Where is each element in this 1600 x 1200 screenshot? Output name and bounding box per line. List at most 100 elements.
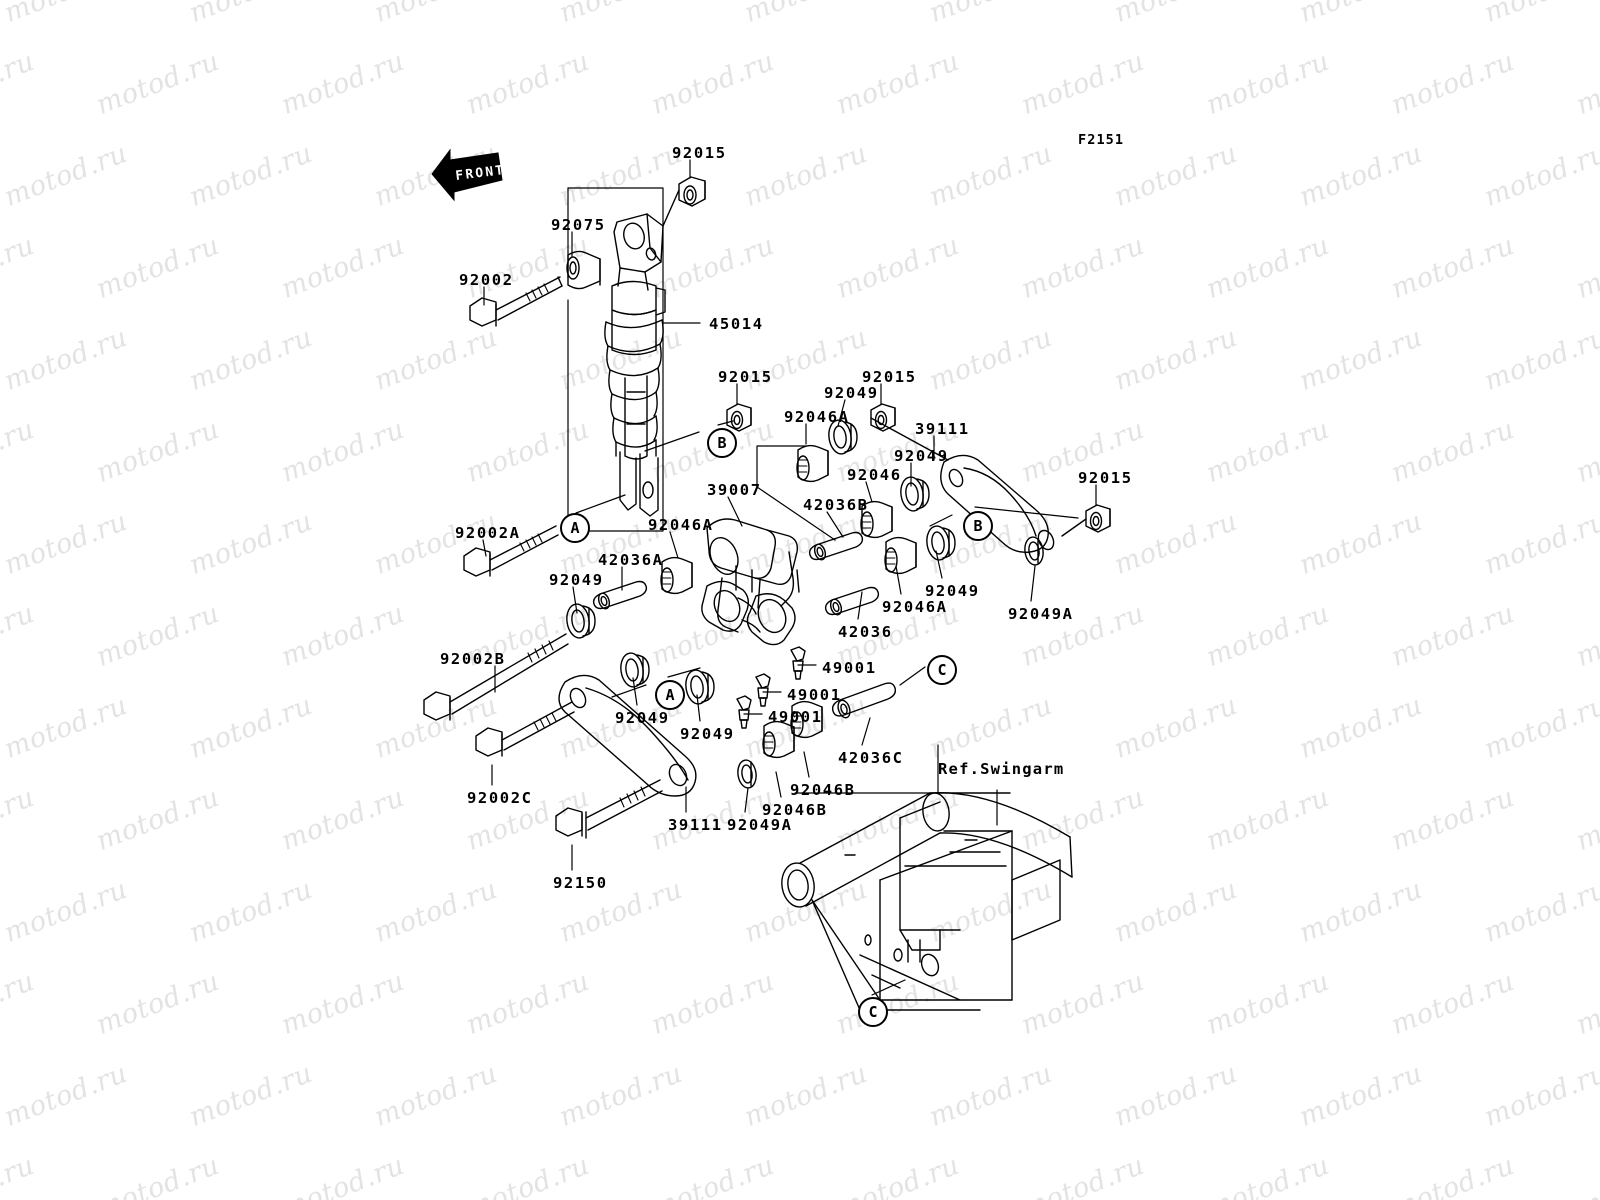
watermark-text: motod.ru	[925, 321, 1057, 397]
watermark-text: motod.ru	[1572, 45, 1600, 121]
part-label-bolt-b[interactable]: 92002B	[440, 650, 506, 668]
part-label-nut-shock-lower[interactable]: 92015	[718, 368, 773, 386]
watermark-text: motod.ru	[92, 413, 224, 489]
watermark-text: motod.ru	[1480, 137, 1600, 213]
part-label-nut-rocker-upper[interactable]: 92015	[862, 368, 917, 386]
part-label-grease-nipple-3[interactable]: 49001	[768, 708, 823, 726]
watermark-text: motod.ru	[647, 965, 779, 1041]
part-label-shock-absorber[interactable]: 45014	[709, 315, 764, 333]
part-label-oil-seal-a[interactable]: 92049A	[1008, 605, 1074, 623]
watermark-text: motod.ru	[1387, 45, 1519, 121]
watermark-text: motod.ru	[462, 965, 594, 1041]
watermark-text: motod.ru	[185, 1057, 317, 1133]
watermark-text: motod.ru	[740, 873, 872, 949]
watermark-text: motod.ru	[277, 413, 409, 489]
watermark-text: motod.ru	[1480, 689, 1600, 765]
watermark-text: motod.ru	[832, 229, 964, 305]
watermark-text: motod.ru	[0, 1057, 132, 1133]
watermark-text: motod.ru	[1387, 413, 1519, 489]
watermark-text: motod.ru	[1017, 229, 1149, 305]
watermark-text: motod.ru	[647, 229, 779, 305]
watermark-text: motod.ru	[277, 1149, 409, 1200]
part-label-bolt-c[interactable]: 92002C	[467, 789, 533, 807]
part-label-tie-rod-upper[interactable]: 39111	[915, 420, 970, 438]
watermark-text: motod.ru	[1295, 0, 1427, 29]
part-label-oil-seal-center[interactable]: 92049	[680, 725, 735, 743]
watermark-text: motod.ru	[0, 505, 132, 581]
part-label-bolt-shock-upper[interactable]: 92002	[459, 271, 514, 289]
part-label-oil-seal-a-lower[interactable]: 92049A	[727, 816, 793, 834]
watermark-text: motod.ru	[1110, 505, 1242, 581]
part-label-needle-bearing-b-1[interactable]: 92046B	[790, 781, 856, 799]
part-label-grease-nipple-2[interactable]: 49001	[787, 686, 842, 704]
watermark-text: motod.ru	[1387, 781, 1519, 857]
part-label-needle-bearing-a-right[interactable]: 92046A	[882, 598, 948, 616]
watermark-text: motod.ru	[277, 597, 409, 673]
watermark-text: motod.ru	[925, 0, 1057, 29]
watermark-text: motod.ru	[1480, 0, 1600, 29]
watermark-text: motod.ru	[1202, 1149, 1334, 1200]
part-label-damper-rubber[interactable]: 92075	[551, 216, 606, 234]
part-label-needle-bearing-a-left[interactable]: 92046A	[648, 516, 714, 534]
watermark-text: motod.ru	[277, 965, 409, 1041]
part-label-needle-bearing-mid[interactable]: 92046	[847, 466, 902, 484]
figure-number: F2151	[1078, 132, 1125, 148]
watermark-text: motod.ru	[462, 45, 594, 121]
callout-c-4: C	[927, 655, 957, 685]
watermark-text: motod.ru	[462, 229, 594, 305]
watermark-text: motod.ru	[1017, 965, 1149, 1041]
watermark-text: motod.ru	[1387, 1149, 1519, 1200]
watermark-text: motod.ru	[1387, 965, 1519, 1041]
callout-b-1: B	[707, 428, 737, 458]
part-label-collar-a[interactable]: 42036A	[598, 551, 664, 569]
watermark-text: motod.ru	[1572, 229, 1600, 305]
part-label-oil-seal-rocker[interactable]: 92049	[894, 447, 949, 465]
watermark-text: motod.ru	[1110, 873, 1242, 949]
watermark-text: motod.ru	[555, 321, 687, 397]
part-label-grease-nipple-1[interactable]: 49001	[822, 659, 877, 677]
callout-b-2: B	[963, 511, 993, 541]
part-label-nut-shock-upper[interactable]: 92015	[672, 144, 727, 162]
watermark-text: motod.ru	[1295, 873, 1427, 949]
part-label-oil-seal-upper[interactable]: 92049	[824, 384, 879, 402]
watermark-text: motod.ru	[1202, 413, 1334, 489]
watermark-text: motod.ru	[1202, 45, 1334, 121]
part-label-needle-bearing-a-upper[interactable]: 92046A	[784, 408, 850, 426]
reference-swingarm-label: Ref.Swingarm	[938, 760, 1065, 778]
watermark-text: motod.ru	[277, 45, 409, 121]
watermark-text: motod.ru	[277, 781, 409, 857]
part-label-collar-plain[interactable]: 42036	[838, 623, 893, 641]
part-label-bolt-a[interactable]: 92002A	[455, 524, 521, 542]
watermark-text: motod.ru	[1572, 413, 1600, 489]
watermark-text: motod.ru	[92, 45, 224, 121]
part-label-collar-c[interactable]: 42036C	[838, 749, 904, 767]
watermark-text: motod.ru	[1202, 965, 1334, 1041]
part-label-bolt-flanged[interactable]: 92150	[553, 874, 608, 892]
watermark-text: motod.ru	[185, 0, 317, 29]
watermark-text: motod.ru	[370, 0, 502, 29]
watermark-text: motod.ru	[0, 137, 132, 213]
watermark-text: motod.ru	[0, 597, 39, 673]
watermark-text: motod.ru	[1572, 1149, 1600, 1200]
watermark-text: motod.ru	[0, 413, 39, 489]
watermark-text: motod.ru	[1017, 45, 1149, 121]
part-label-collar-b[interactable]: 42036B	[803, 496, 869, 514]
watermark-text: motod.ru	[92, 965, 224, 1041]
part-label-nut-rocker-lower[interactable]: 92015	[1078, 469, 1133, 487]
part-label-tie-rod-lower[interactable]: 39111	[668, 816, 723, 834]
watermark-text: motod.ru	[647, 597, 779, 673]
watermark-text: motod.ru	[647, 1149, 779, 1200]
part-label-rocker-arm[interactable]: 39007	[707, 481, 762, 499]
watermark-text: motod.ru	[1017, 1149, 1149, 1200]
watermark-text: motod.ru	[1387, 597, 1519, 673]
part-label-oil-seal-left-upper[interactable]: 92049	[549, 571, 604, 589]
watermark-text: motod.ru	[0, 781, 39, 857]
watermark-text: motod.ru	[925, 505, 1057, 581]
part-label-oil-seal-right[interactable]: 92049	[925, 582, 980, 600]
watermark-text: motod.ru	[1110, 689, 1242, 765]
part-label-oil-seal-left-lower[interactable]: 92049	[615, 709, 670, 727]
watermark-text: motod.ru	[925, 1057, 1057, 1133]
